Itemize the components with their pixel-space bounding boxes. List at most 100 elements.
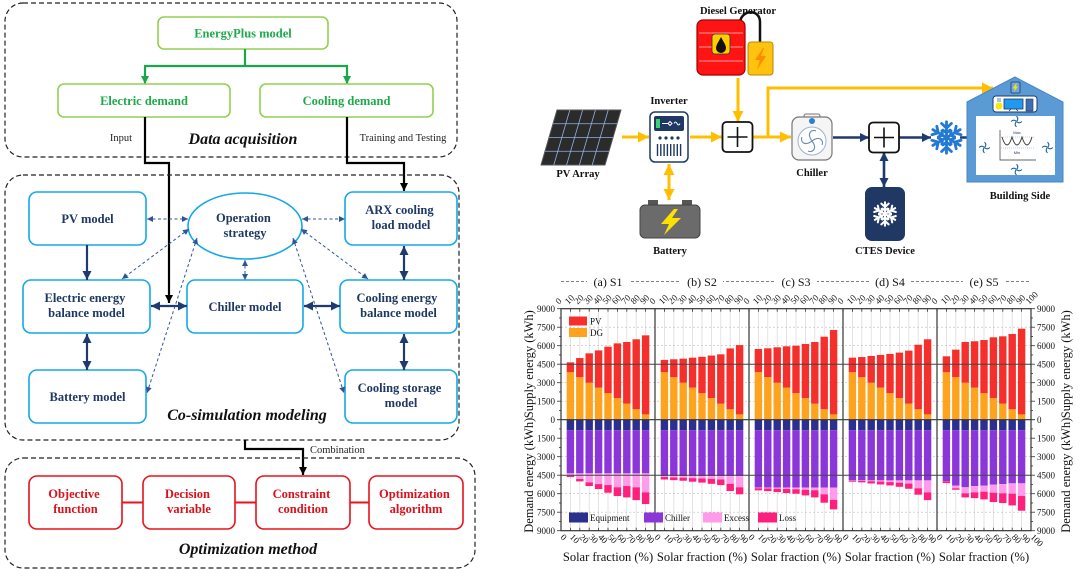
cooling-storage-node: Cooling storage model <box>344 369 458 424</box>
battery-terminal-left <box>648 200 658 206</box>
bolt-icon <box>755 48 766 70</box>
bar-s5-equipment-10 <box>942 419 951 431</box>
bar-s2-equipment-60 <box>707 419 716 431</box>
bar-s1-loss-40 <box>594 484 603 490</box>
input-connector-arrow <box>143 117 173 303</box>
y-axis-title-supply-left: Supply energy (kWh) <box>522 310 536 418</box>
bar-s4-dg-40 <box>876 387 885 420</box>
electric-balance-line2: balance model <box>48 306 125 320</box>
legend-label-loss: Loss <box>779 513 797 523</box>
data-acquisition-section: EnergyPlus model Electric demand Cooling… <box>4 2 458 158</box>
bar-s4-equipment-40 <box>876 419 885 431</box>
bar-s2-dg-30 <box>679 382 687 420</box>
bar-s3-chiller-70 <box>811 430 819 488</box>
bar-s3-loss-60 <box>801 489 810 496</box>
bar-s2-chiller-50 <box>698 430 706 477</box>
y-axis-title-demand-right: Demand energy (kWh) <box>1059 418 1073 533</box>
bar-s1-chiller-20 <box>576 430 584 474</box>
bar-s5-dg-40 <box>970 387 979 420</box>
bar-s5-chiller-60 <box>989 430 998 485</box>
bar-s1-pv-70 <box>623 342 631 404</box>
dashed-arrow-strategy-electric <box>121 228 190 280</box>
bar-s5-pv-90 <box>1017 328 1026 415</box>
optimization-section: Objective function Decision variable Con… <box>4 457 476 569</box>
bar-s3-equipment-20 <box>764 419 772 431</box>
mini-chart-axes <box>999 130 1036 161</box>
bar-s3-loss-50 <box>792 489 800 494</box>
electric-demand-node: Electric demand <box>57 83 231 118</box>
bar-s3-equipment-40 <box>782 419 791 431</box>
decision-variable-box <box>142 475 236 530</box>
bar-s2-chiller-30 <box>679 430 687 477</box>
building-icon: Max Min <box>966 76 1064 183</box>
bar-s1-dg-50 <box>604 393 612 420</box>
x-tick-label-bottom: 0 <box>559 532 570 543</box>
pv-array-icon <box>540 109 622 166</box>
plus-icon <box>727 127 748 147</box>
inverter-icon <box>649 111 689 163</box>
bar-s5-chiller-80 <box>1008 430 1016 484</box>
bar-s4-loss-70 <box>905 483 913 489</box>
bar-s2-loss-30 <box>679 477 687 481</box>
bar-s2-dg-60 <box>707 398 716 420</box>
bar-s1-loss-80 <box>632 487 640 501</box>
bar-s3-pv-80 <box>820 336 828 410</box>
constraint-condition-label: Constraint condition <box>273 487 334 516</box>
bar-s3-equipment-10 <box>754 419 763 431</box>
optimization-algorithm-line2: algorithm <box>390 502 443 516</box>
energyplus-model-node: EnergyPlus model <box>157 16 329 50</box>
bar-s1-chiller-30 <box>585 430 593 474</box>
bar-s5-loss-20 <box>952 488 960 490</box>
mini-chart-max-label: Max <box>1013 130 1021 135</box>
decision-variable-node: Decision variable <box>142 475 236 530</box>
bar-s4-loss-40 <box>876 481 885 485</box>
bar-s1-chiller-40 <box>594 430 603 474</box>
bar-s4-loss-90 <box>923 492 932 501</box>
chiller-model-label: Chiller model <box>208 300 282 314</box>
inverter-indicator-dots <box>658 136 680 140</box>
bar-s3-pv-10 <box>754 349 763 373</box>
bar-s1-excess-20 <box>576 473 584 480</box>
chiller-label: Chiller <box>796 168 828 179</box>
bar-s1-chiller-80 <box>632 430 640 474</box>
optimization-title: Optimization method <box>179 541 318 558</box>
energyplus-model-box <box>157 16 329 50</box>
bar-s5-pv-60 <box>989 337 998 399</box>
bar-s2-excess-20 <box>670 476 678 478</box>
bar-s2-chiller-10 <box>660 430 669 477</box>
inverter-battery-indicator <box>656 119 660 128</box>
bar-s5-equipment-80 <box>1008 419 1016 431</box>
bar-s4-excess-80 <box>914 480 922 489</box>
bar-s3-pv-20 <box>764 348 772 378</box>
bar-s2-excess-70 <box>717 476 725 480</box>
bar-s5-pv-30 <box>961 342 969 383</box>
y-tick-label-right: 1500 <box>1037 433 1056 443</box>
system-schematic: Diesel Generator PV Array Inverter Batte <box>540 6 1064 257</box>
x-tick-label-bottom: 0 <box>653 532 664 543</box>
panel-title: (e) S5 <box>970 275 999 289</box>
bar-s3-equipment-30 <box>773 419 781 431</box>
chart-bars <box>566 328 1026 511</box>
bar-s5-equipment-60 <box>989 419 998 431</box>
bar-s4-excess-40 <box>876 480 885 482</box>
bar-s5-loss-90 <box>1017 496 1026 511</box>
y-tick-label-left: 9000 <box>537 526 556 536</box>
battery-terminal-right <box>682 200 692 206</box>
optimization-container <box>4 457 476 569</box>
y-tick-label-left: 1500 <box>537 396 556 406</box>
training-connector-arrow <box>345 117 408 191</box>
bar-s4-chiller-10 <box>848 430 857 481</box>
energy-balance-chart: 00101020203030404050506060707080809090So… <box>522 274 1073 564</box>
bar-s1-pv-80 <box>632 339 640 410</box>
pv-array-label: PV Array <box>556 169 600 180</box>
bar-s4-pv-90 <box>923 339 932 415</box>
bar-s2-equipment-90 <box>735 419 744 431</box>
legend-swatch-chiller <box>644 512 663 523</box>
bar-s2-loss-60 <box>707 478 716 484</box>
objective-function-line1: Objective <box>48 487 100 501</box>
bar-s3-dg-80 <box>820 409 828 420</box>
bar-s4-chiller-20 <box>858 430 866 481</box>
bar-s2-loss-80 <box>726 483 734 491</box>
bar-s4-chiller-60 <box>895 430 904 481</box>
bar-s1-equipment-10 <box>566 419 575 431</box>
